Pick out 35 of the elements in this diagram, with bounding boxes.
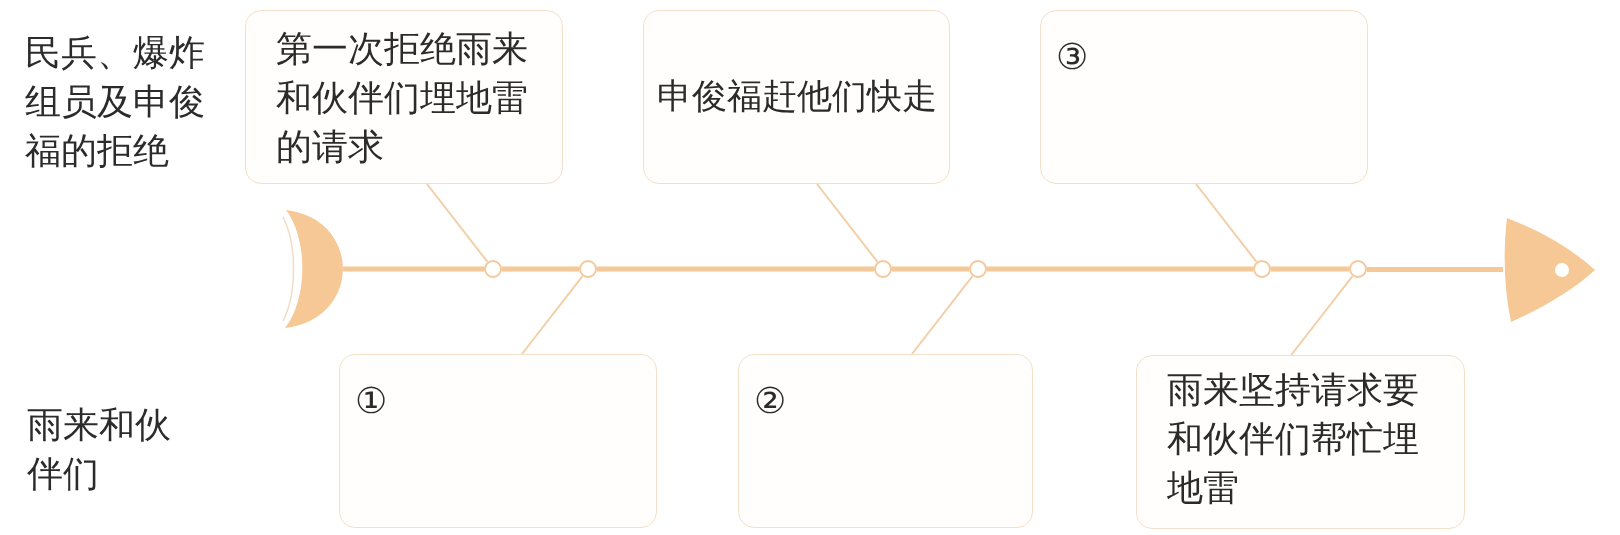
junction-circle [1349, 260, 1367, 278]
event-text: 雨来坚持请求要和伙伴们帮忙埋地雷 [1167, 368, 1420, 510]
spine-line [892, 266, 969, 272]
question-number: ① [355, 382, 388, 420]
junction-circle [969, 260, 987, 278]
event-box [245, 10, 563, 184]
branch-line [426, 183, 489, 263]
spine-line [343, 266, 484, 272]
question-number: ② [754, 382, 787, 420]
branch-line [1290, 275, 1354, 356]
spine-line [597, 266, 874, 272]
branch-line [911, 275, 974, 355]
answer-box [339, 354, 657, 528]
junction-circle [484, 260, 502, 278]
fish-tail [282, 209, 343, 329]
row-label: 民兵、爆炸组员及申俊福的拒绝 [25, 31, 206, 173]
branch-line [1195, 183, 1258, 263]
junction-circle [874, 260, 892, 278]
event-text: 第一次拒绝雨来和伙伴们埋地雷的请求 [276, 27, 529, 169]
question-number: ③ [1056, 38, 1089, 76]
event-text: 申俊福赶他们快走 [656, 74, 937, 118]
answer-box [738, 354, 1033, 528]
row-label: 雨来和伙伴们 [27, 403, 172, 496]
spine-line [987, 266, 1253, 272]
spine-line [1367, 267, 1503, 272]
branch-line [816, 183, 879, 263]
event-box [643, 10, 950, 184]
junction-circle [579, 260, 597, 278]
junction-circle [1253, 260, 1271, 278]
branch-line [521, 275, 584, 355]
event-box [1136, 355, 1465, 529]
answer-box [1040, 10, 1368, 184]
spine-line [502, 266, 579, 272]
spine-line [1271, 266, 1349, 272]
fish-head [1503, 218, 1595, 322]
